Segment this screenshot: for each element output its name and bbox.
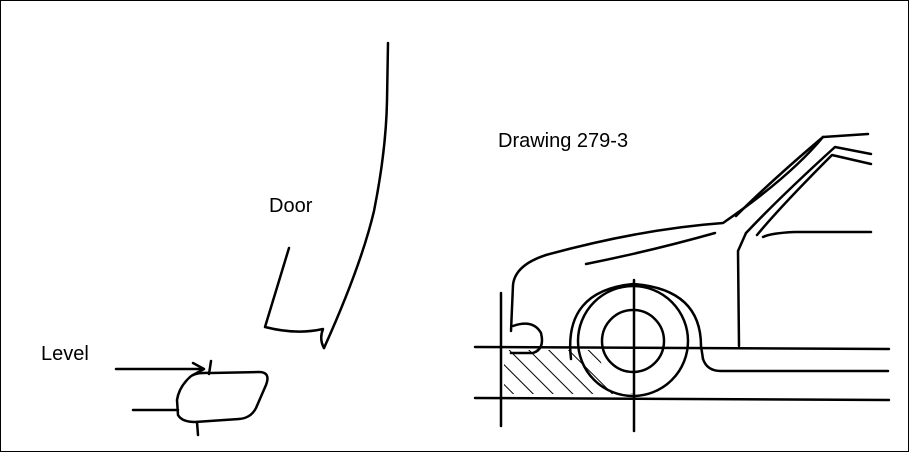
hood-crease xyxy=(584,231,717,266)
sill-line xyxy=(701,357,890,373)
door-label: Door xyxy=(269,195,313,217)
car-drawing xyxy=(473,132,891,433)
hood-line xyxy=(509,135,825,333)
level-tab-top xyxy=(207,359,213,376)
reference-horizontal-bottom xyxy=(473,396,891,402)
drawing-number-label: Drawing 279-3 xyxy=(498,130,629,152)
windshield-line-1 xyxy=(734,132,870,218)
headlight xyxy=(509,322,544,355)
level-tab-bottom xyxy=(195,420,200,437)
level-body xyxy=(175,370,269,424)
level-tool xyxy=(114,359,269,437)
windshield-line-2 xyxy=(744,145,873,235)
window-line xyxy=(761,230,873,239)
windshield-line-3 xyxy=(755,153,873,237)
reference-horizontal-top xyxy=(473,345,891,351)
pillar-line xyxy=(736,231,748,348)
door-outline xyxy=(263,41,390,350)
level-label: Level xyxy=(41,343,89,365)
